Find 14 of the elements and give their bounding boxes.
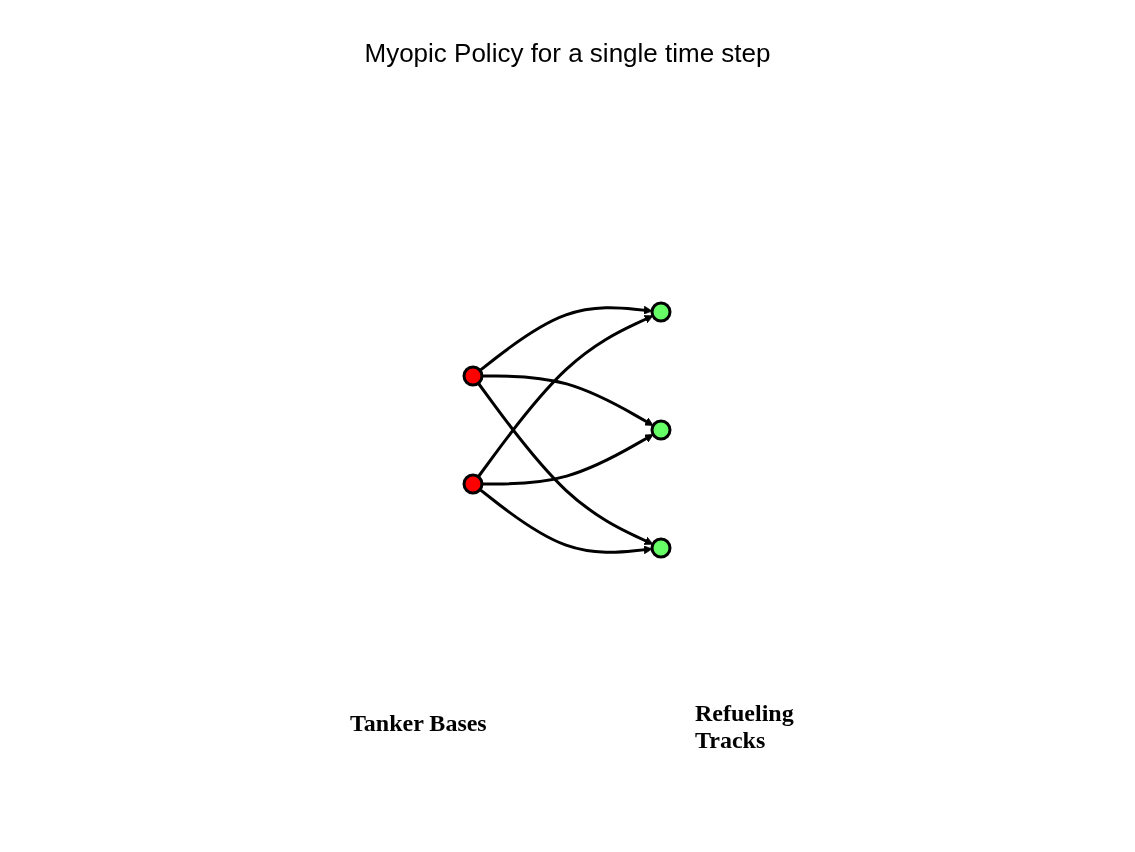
node-circle (462, 473, 484, 495)
arrow (477, 315, 654, 478)
node-circle (650, 419, 672, 441)
arrow (482, 374, 654, 426)
arrow (479, 488, 653, 555)
column-label: Refueling Tracks (695, 700, 795, 754)
arrow (482, 434, 654, 486)
arrow (479, 305, 653, 372)
node-circle (650, 301, 672, 323)
column-label: Tanker Bases (350, 710, 488, 737)
arrow (477, 382, 654, 545)
node-circle (462, 365, 484, 387)
diagram-title: Myopic Policy for a single time step (363, 38, 772, 69)
node-circle (650, 537, 672, 559)
